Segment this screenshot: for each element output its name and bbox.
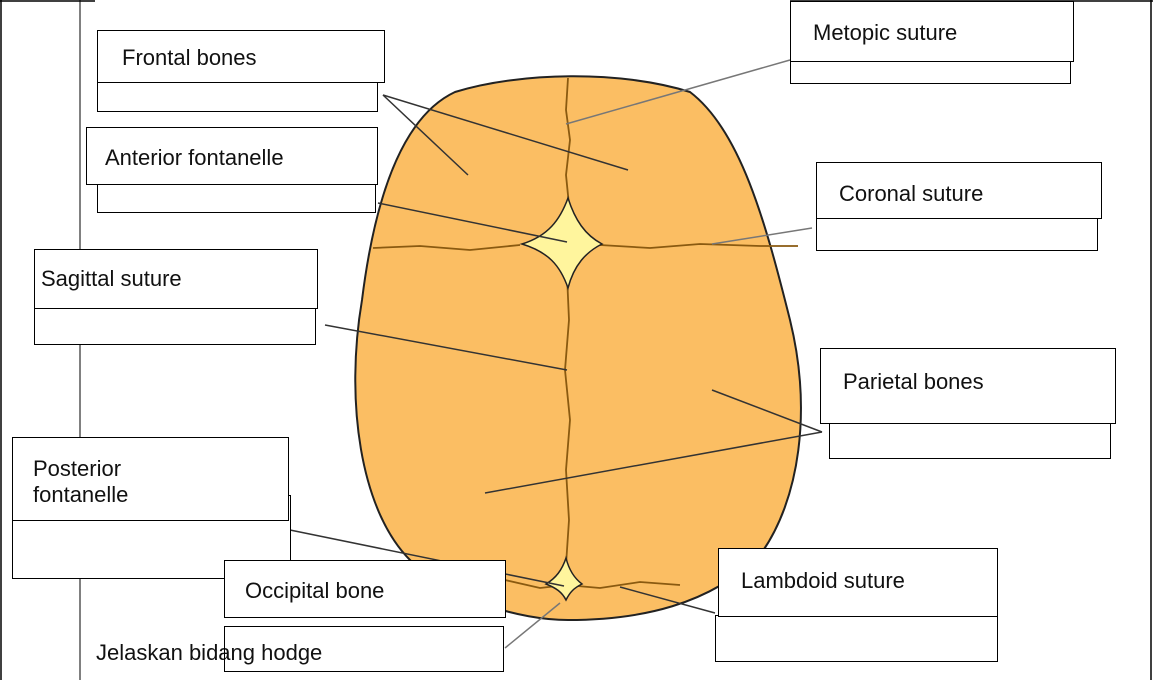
frontal-bones-label: Frontal bones xyxy=(97,30,385,83)
coronal-suture-answer-box[interactable] xyxy=(816,216,1098,251)
parietal-bones-text: Parietal bones xyxy=(843,369,984,395)
lambdoid-suture-text: Lambdoid suture xyxy=(741,568,905,594)
sagittal-suture-label: Sagittal suture xyxy=(34,249,318,309)
frontal-bones-answer-box[interactable] xyxy=(97,82,378,112)
occipital-bone-answer-box[interactable] xyxy=(224,626,504,672)
parietal-bones-label: Parietal bones xyxy=(820,348,1116,424)
coronal-suture-text: Coronal suture xyxy=(839,181,983,207)
posterior-fontanelle-text: Posterior fontanelle xyxy=(33,456,183,508)
anterior-fontanelle-text: Anterior fontanelle xyxy=(105,145,284,171)
anterior-fontanelle-answer-box[interactable] xyxy=(97,183,376,213)
sagittal-suture-answer-box[interactable] xyxy=(34,307,316,345)
skull-outline xyxy=(355,76,801,620)
sagittal-suture-text: Sagittal suture xyxy=(41,266,182,292)
metopic-suture-text: Metopic suture xyxy=(813,20,957,46)
metopic-suture-label: Metopic suture xyxy=(790,1,1074,62)
anterior-fontanelle-label: Anterior fontanelle xyxy=(86,127,378,185)
occipital-bone-text: Occipital bone xyxy=(245,578,384,604)
posterior-fontanelle-label: Posterior fontanelle xyxy=(12,437,289,521)
metopic-suture-answer-box[interactable] xyxy=(790,60,1071,84)
lambdoid-suture-answer-box[interactable] xyxy=(715,615,998,662)
lambdoid-suture-label: Lambdoid suture xyxy=(718,548,998,617)
frontal-bones-text: Frontal bones xyxy=(122,45,257,71)
occipital-bone-label: Occipital bone xyxy=(224,560,506,618)
coronal-suture-label: Coronal suture xyxy=(816,162,1102,219)
parietal-bones-answer-box[interactable] xyxy=(829,422,1111,459)
